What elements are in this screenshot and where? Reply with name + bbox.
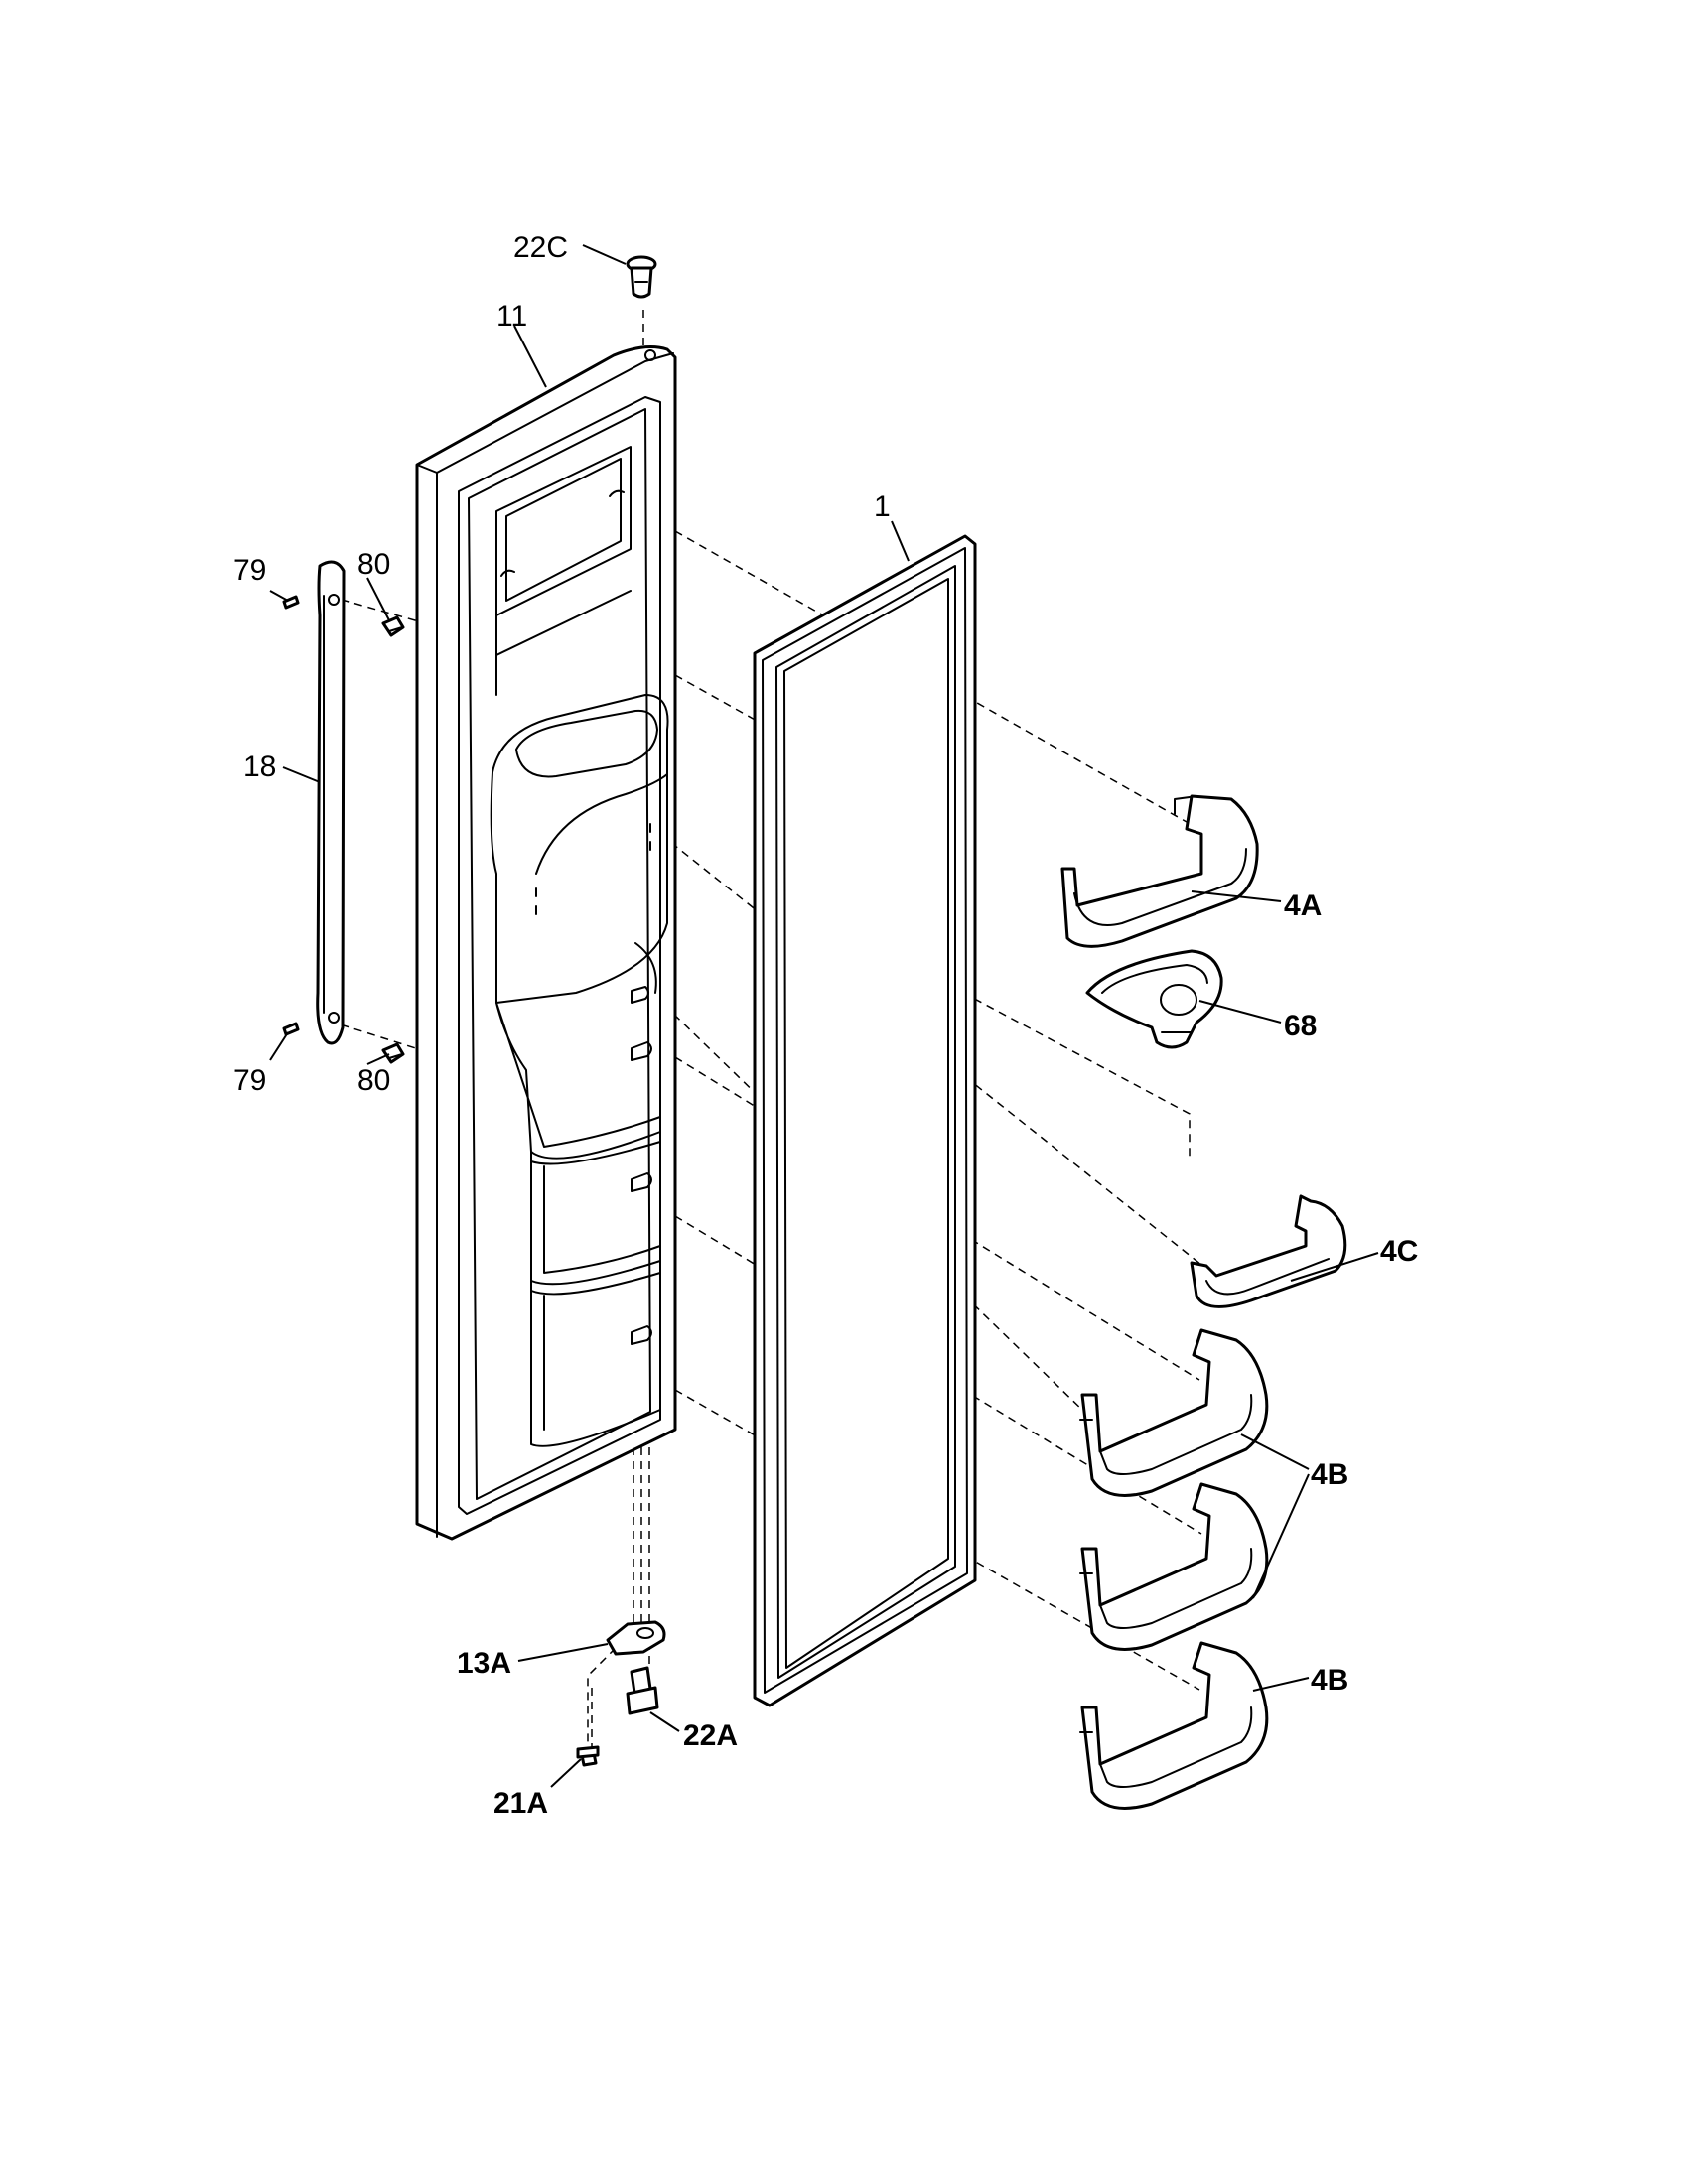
screw-21a (576, 1745, 600, 1767)
callout-80-top: 80 (357, 548, 390, 581)
door-bin-4b-3 (1079, 1641, 1269, 1810)
door-bin-4b-2 (1079, 1482, 1269, 1651)
hinge-pin-bottom (626, 1666, 659, 1715)
ice-chute-funnel (1085, 949, 1223, 1049)
callout-4b-pair: 4B (1311, 1458, 1348, 1491)
callout-21a: 21A (493, 1787, 548, 1820)
callout-80-bottom: 80 (357, 1064, 390, 1097)
handle-screw-bottom (282, 1022, 300, 1036)
callout-1: 1 (874, 490, 891, 523)
hinge-bracket (606, 1620, 666, 1656)
handle-screw-top (282, 595, 300, 610)
callout-labels: 22C 11 1 79 80 18 79 80 4A 68 4C 4B 4B 1… (233, 231, 1418, 1820)
door-panel (415, 345, 677, 1541)
door-bin-4c (1190, 1194, 1347, 1308)
handle-stud-top (381, 615, 405, 637)
callout-22c: 22C (513, 231, 568, 264)
callout-4c: 4C (1380, 1235, 1418, 1268)
callout-13a: 13A (457, 1647, 511, 1680)
callout-79-bottom: 79 (233, 1064, 266, 1097)
callout-22a: 22A (683, 1719, 738, 1752)
callout-68: 68 (1284, 1010, 1317, 1042)
door-handle (316, 560, 346, 1045)
callout-18: 18 (243, 751, 276, 783)
callout-11: 11 (496, 300, 527, 333)
callout-4a: 4A (1284, 889, 1322, 922)
door-gasket (753, 534, 977, 1707)
door-bin-4a (1060, 794, 1259, 948)
handle-stud-bottom (381, 1042, 405, 1064)
hinge-bushing-top (626, 255, 657, 299)
door-bin-4b-1 (1079, 1328, 1269, 1497)
callout-79-top: 79 (233, 554, 266, 587)
leader-lines (269, 244, 1379, 1788)
callout-4b-single: 4B (1311, 1664, 1348, 1697)
